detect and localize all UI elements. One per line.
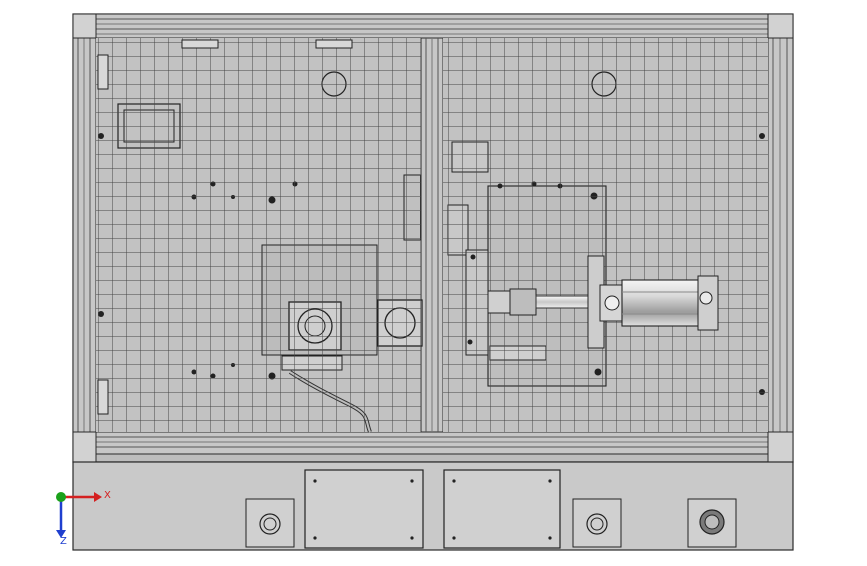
- pneumatic-cylinder: [487, 255, 719, 349]
- feedthrough-plate-left: [245, 498, 295, 548]
- x-axis-label: X: [104, 490, 111, 501]
- right-mesh-grid: [443, 38, 768, 432]
- feedthrough-plate-right: [572, 498, 622, 548]
- left-mesh-panel: [96, 38, 423, 433]
- access-panel-right[interactable]: [443, 469, 561, 549]
- z-axis-label: Z: [60, 536, 67, 547]
- access-panel-left[interactable]: [304, 469, 424, 549]
- base-cabinet: [72, 461, 794, 551]
- round-connector: [687, 498, 737, 548]
- coordinate-triad: X Z: [56, 490, 111, 547]
